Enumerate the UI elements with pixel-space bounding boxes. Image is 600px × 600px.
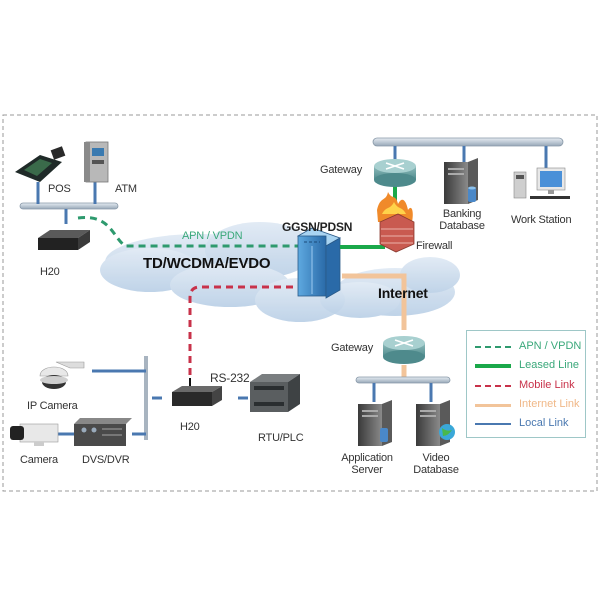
pos-terminal-icon (15, 146, 66, 182)
internet-label: Internet (378, 285, 428, 301)
h20-top-label: H20 (40, 266, 60, 278)
gateway-bottom-label: Gateway (331, 342, 374, 354)
legend-swatch (475, 364, 511, 368)
h20-bottom-device-icon (172, 378, 222, 406)
banking-database-label-line2: Database (439, 220, 485, 232)
legend-label: Internet Link (519, 398, 580, 410)
gateway-top-label: Gateway (320, 164, 363, 176)
legend-swatch (475, 404, 511, 407)
work-station-icon (513, 167, 570, 199)
h20-bottom-label: H20 (180, 421, 200, 433)
apn-vpdn-link-label: APN / VPDN (182, 230, 243, 242)
local-bus-top-right (372, 137, 564, 147)
banking-database-server-icon (444, 158, 478, 204)
ggsn-pdsn-server-icon (297, 227, 341, 299)
ip-camera-icon (39, 361, 85, 389)
atm-icon (84, 141, 109, 183)
rtu-plc-label: RTU/PLC (258, 432, 304, 444)
pos-label: POS (48, 183, 71, 195)
internet-link (342, 273, 407, 330)
legend-label: Mobile Link (519, 379, 575, 391)
internet-cloud (320, 257, 460, 318)
dvs-dvr-icon (74, 418, 132, 446)
legend-swatch (475, 423, 511, 425)
legend-item-local-link: Local Link (467, 416, 585, 432)
ip-camera-label: IP Camera (27, 400, 78, 412)
legend-label: Leased Line (519, 359, 579, 371)
application-server-label-line1: Application (341, 452, 393, 464)
firewall-label: Firewall (416, 240, 453, 252)
legend-swatch (475, 346, 511, 348)
legend-item-leased-line: Leased Line (467, 358, 585, 374)
gateway-router-top-icon (374, 159, 416, 187)
video-database-label-line2: Database (413, 464, 459, 476)
legend-item-apn-vpdn: APN / VPDN (467, 339, 585, 355)
legend-item-internet-link: Internet Link (467, 397, 585, 413)
application-server-icon (358, 400, 392, 446)
diagram-border (2, 114, 598, 492)
legend-item-mobile-link: Mobile Link (467, 378, 585, 394)
legend: APN / VPDN Leased Line Mobile Link Inter… (466, 330, 586, 438)
rtu-plc-icon (250, 374, 300, 412)
local-bus-bottom-right (355, 376, 451, 384)
camera-icon (10, 423, 59, 446)
rs232-label: RS-232 (210, 371, 250, 385)
mobile-network-label: TD/WCDMA/EVDO (143, 255, 271, 272)
application-server-label-line2: Server (351, 464, 383, 476)
gateway-router-bottom-icon (383, 336, 425, 364)
legend-swatch (475, 385, 511, 387)
h20-top-device-icon (38, 230, 90, 250)
banking-database-label: Banking Database (439, 208, 485, 232)
dvs-dvr-label: DVS/DVR (82, 454, 130, 466)
video-database-label: Video Database (413, 452, 459, 476)
video-database-server-icon (416, 400, 455, 446)
video-database-label-line1: Video (422, 452, 450, 464)
local-bus-top-left (19, 202, 119, 210)
camera-label: Camera (20, 454, 58, 466)
legend-label: APN / VPDN (519, 340, 582, 352)
banking-database-label-line1: Banking (442, 208, 482, 220)
application-server-label: Application Server (341, 452, 393, 476)
ggsn-pdsn-label: GGSN/PDSN (282, 220, 353, 234)
firewall-icon (377, 192, 415, 253)
mobile-link (188, 285, 305, 380)
work-station-label: Work Station (511, 214, 572, 226)
atm-label: ATM (115, 183, 137, 195)
legend-label: Local Link (519, 417, 569, 429)
